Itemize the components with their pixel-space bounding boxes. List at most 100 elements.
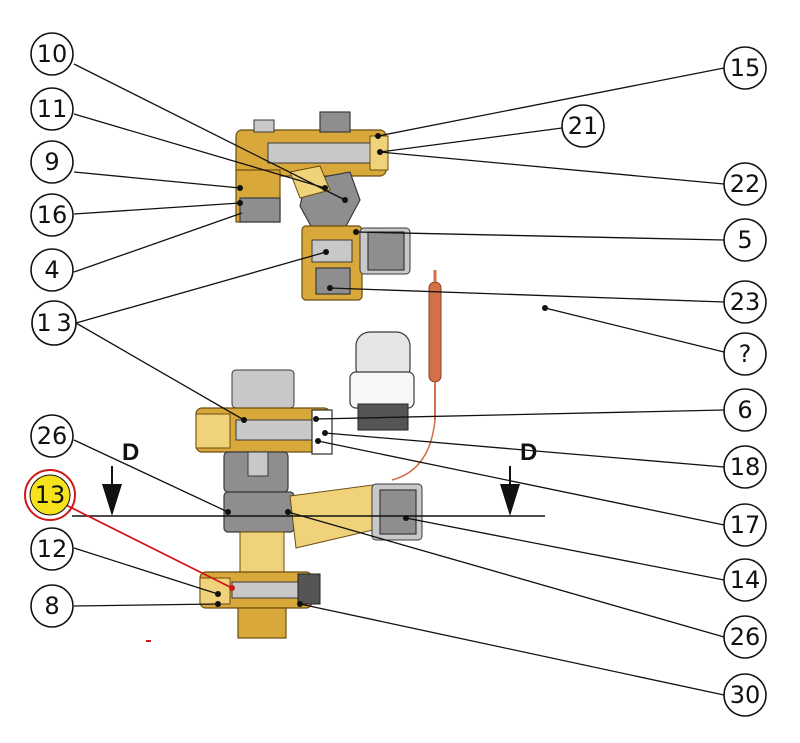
endpoint-26-left <box>225 509 231 515</box>
callout-5-label: 5 <box>737 226 752 254</box>
leader-lines <box>65 63 725 696</box>
lower-bottom-outlet <box>237 607 287 639</box>
callout-1-3: 1 3 <box>31 300 77 346</box>
callout-15: 15 <box>723 46 767 90</box>
callout-16-circle <box>30 193 74 237</box>
callout-15-label: 15 <box>730 54 761 82</box>
endpoint-10 <box>342 197 348 203</box>
callout-13-highlighted: 13 <box>24 469 76 521</box>
callout-6: 6 <box>723 388 767 432</box>
lower-top-nut <box>231 369 295 409</box>
lower-grey-tee-window <box>247 451 269 477</box>
leader-30 <box>299 603 725 696</box>
endpoint-13 <box>229 585 235 591</box>
callout-11-label: 11 <box>37 95 68 123</box>
lower-right-connector-thread <box>379 489 417 535</box>
callout-12: 12 <box>30 527 74 571</box>
callout-23-label: 23 <box>730 288 761 316</box>
capillary-tube <box>391 419 436 481</box>
leader-8 <box>73 603 219 607</box>
leader-9 <box>73 171 241 189</box>
callout-1-3-circle <box>31 300 77 346</box>
lower-section-block <box>223 491 295 533</box>
leader-1 <box>75 251 327 324</box>
section-line-d: D D <box>72 439 545 517</box>
endpoint-23 <box>327 285 333 291</box>
callout-16-label: 16 <box>37 201 68 229</box>
upper-inner-channel <box>267 142 374 164</box>
callout-8: 8 <box>30 584 74 628</box>
leader-11 <box>73 113 326 189</box>
lower-bottom-stem <box>231 581 303 599</box>
lower-bottom-left-port <box>199 577 231 605</box>
callout-30: 30 <box>723 673 767 717</box>
endpoint-6 <box>313 416 319 422</box>
endpoint-22 <box>377 149 383 155</box>
callout-22-label: 22 <box>730 170 761 198</box>
endpoint-5 <box>353 229 359 235</box>
callout-6-label: 6 <box>737 396 752 424</box>
callout-4-label: 4 <box>44 256 59 284</box>
section-arrow-left-head <box>102 484 122 516</box>
callout-16: 16 <box>30 193 74 237</box>
callout-26-left: 26 <box>30 414 74 458</box>
endpoint-3 <box>241 417 247 423</box>
callout-26-left-circle <box>30 414 74 458</box>
endpoint-16 <box>237 200 243 206</box>
callout-4-circle <box>30 248 74 292</box>
callout-14-label: 14 <box>730 566 761 594</box>
callout-question: ? <box>723 332 767 376</box>
lower-inner-stem <box>235 419 317 441</box>
callout-9-circle <box>30 140 74 184</box>
leader-13 <box>65 504 233 589</box>
callout-30-label: 30 <box>730 681 761 709</box>
callout-10-label: 10 <box>37 40 68 68</box>
callout-26-right-circle <box>723 615 767 659</box>
callout-18-label: 18 <box>730 453 761 481</box>
endpoint-11 <box>322 185 328 191</box>
upper-valve-assembly <box>235 111 411 301</box>
thermostatic-head <box>349 331 415 431</box>
leader-endpoints <box>215 133 548 607</box>
callout-13-label: 13 <box>35 481 66 509</box>
callout-5-circle <box>723 218 767 262</box>
lower-vertical-pipe <box>239 531 285 573</box>
callout-9: 9 <box>30 140 74 184</box>
callout-5: 5 <box>723 218 767 262</box>
leader-18 <box>324 432 725 468</box>
endpoint-26-right <box>285 509 291 515</box>
callout-4: 4 <box>30 248 74 292</box>
endpoint-8 <box>215 601 221 607</box>
callout-14-circle <box>723 558 767 602</box>
callout-18-circle <box>723 445 767 489</box>
leader-6 <box>315 409 725 420</box>
callouts-right: 15 21 22 5 23 ? 6 18 <box>561 46 767 717</box>
callouts-left: 10 11 9 16 4 1 3 26 13 <box>24 32 77 628</box>
upper-top-cap <box>319 111 351 133</box>
endpoint-12 <box>215 591 221 597</box>
callout-9-label: 9 <box>44 148 59 176</box>
lower-bottom-cap <box>297 573 321 605</box>
endpoint-17 <box>315 438 321 444</box>
leader-23 <box>329 287 725 303</box>
leader-10 <box>73 63 346 201</box>
callout-26-right-label: 26 <box>730 623 761 651</box>
callout-10-circle <box>30 32 74 76</box>
leader-26-right <box>287 511 725 638</box>
callout-30-circle <box>723 673 767 717</box>
callout-8-label: 8 <box>44 592 59 620</box>
leader-5 <box>355 231 725 241</box>
endpoint-18 <box>322 430 328 436</box>
callout-11-circle <box>30 87 74 131</box>
callout-question-circle <box>723 332 767 376</box>
upper-stack-window <box>311 239 353 263</box>
callout-23-circle <box>723 280 767 324</box>
callout-22-circle <box>723 162 767 206</box>
callout-17-label: 17 <box>730 511 761 539</box>
section-label-right: D <box>520 439 537 466</box>
callout-13-circle <box>29 474 71 516</box>
callout-17-circle <box>723 503 767 547</box>
lower-left-port <box>195 413 231 449</box>
callout-26-left-label: 26 <box>37 422 68 450</box>
